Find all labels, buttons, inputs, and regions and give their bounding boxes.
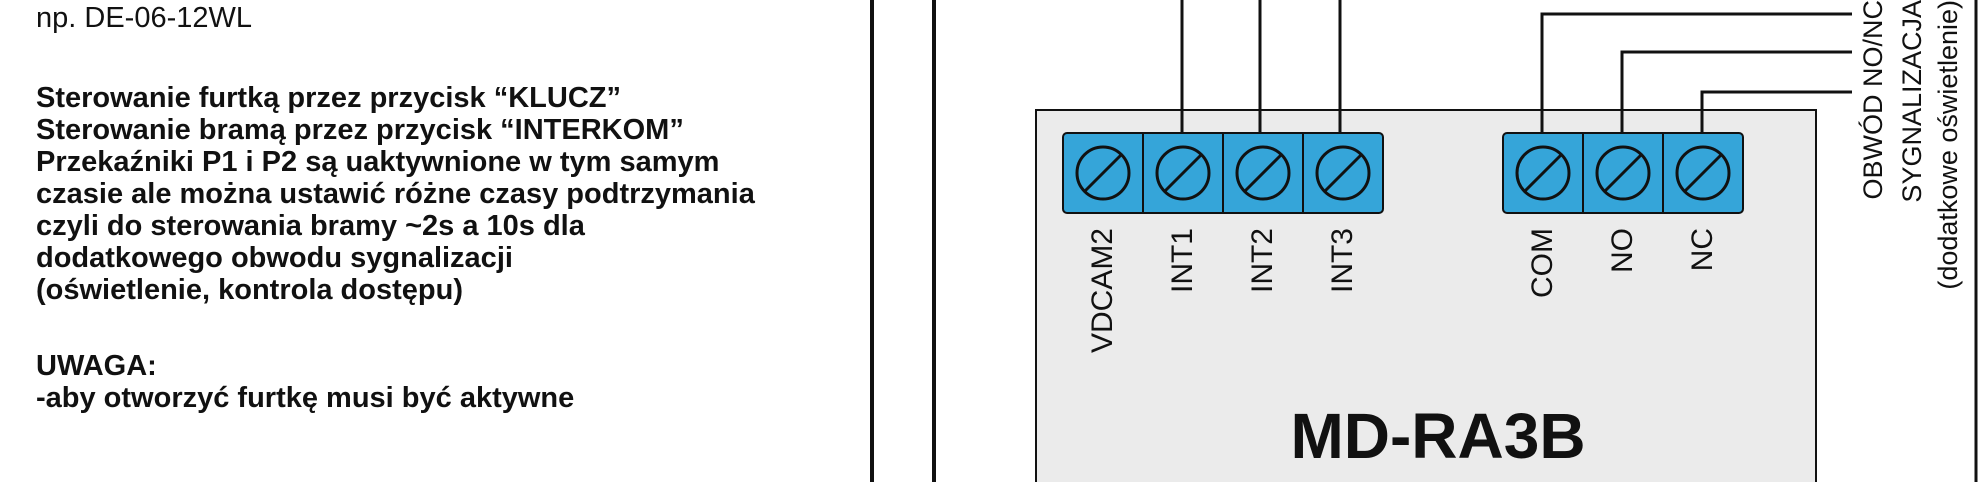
screw-terminal-int3[interactable] [1315, 145, 1371, 201]
terminal-block-left [1062, 132, 1384, 214]
terminal-label-nc: NC [1686, 228, 1719, 271]
screw-terminal-int1[interactable] [1155, 145, 1211, 201]
module-name: MD-RA3B [1290, 400, 1585, 472]
screw-terminal-com[interactable] [1515, 145, 1571, 201]
terminal-label-int1: INT1 [1166, 228, 1199, 293]
note-line: np. DE-06-12WL [36, 2, 252, 34]
warning-title: UWAGA: [36, 350, 157, 382]
note-line: czyli do sterowania bramy ~2s a 10s dla [36, 210, 585, 242]
notes-panel: np. DE-06-12WL Sterowanie furtką przez p… [0, 0, 870, 482]
terminal-label-int2: INT2 [1246, 228, 1279, 293]
terminal-block-right [1502, 132, 1744, 214]
side-label-circuit: OBWÓD NO/NC [1857, 0, 1888, 200]
terminal-label-com: COM [1526, 228, 1559, 298]
side-label-signalling: SYGNALIZACJA [1897, 0, 1927, 203]
warning-line: -aby otworzyć furtkę musi być aktywne [36, 382, 575, 414]
side-label-lighting: (dodatkowe oświetlenie) [1933, 0, 1963, 290]
note-line: (oświetlenie, kontrola dostępu) [36, 274, 463, 306]
screw-terminal-vdcam2[interactable] [1075, 145, 1131, 201]
screw-terminal-nc[interactable] [1675, 145, 1731, 201]
wire-no [1620, 50, 1852, 168]
terminal-label-vdcam2: VDCAM2 [1086, 228, 1119, 353]
note-line: Przekaźniki P1 i P2 są uaktywnione w tym… [36, 146, 720, 178]
screw-terminal-no[interactable] [1595, 145, 1651, 201]
note-line: Sterowanie furtką przez przycisk “KLUCZ” [36, 82, 621, 114]
note-line: dodatkowego obwodu sygnalizacji [36, 242, 513, 274]
screw-terminal-int2[interactable] [1235, 145, 1291, 201]
wire-com [1540, 12, 1852, 168]
note-line: Sterowanie bramą przez przycisk “INTERKO… [36, 114, 684, 146]
note-line: czasie ale można ustawić różne czasy pod… [36, 178, 755, 210]
terminal-label-no: NO [1606, 228, 1639, 273]
terminal-label-int3: INT3 [1326, 228, 1359, 293]
